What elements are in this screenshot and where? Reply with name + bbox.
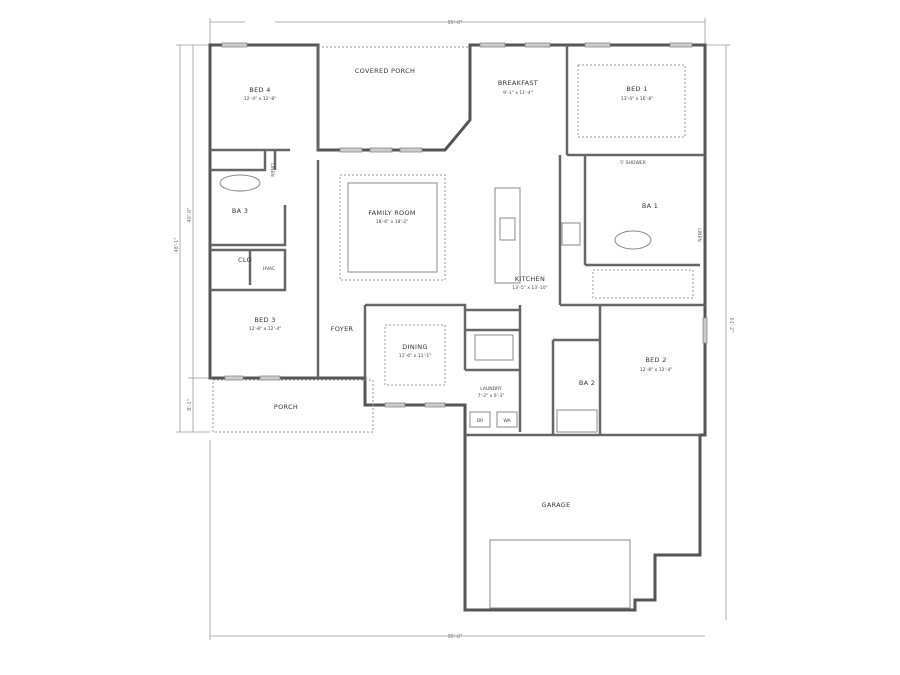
- exterior-walls: [208, 42, 708, 612]
- dining-tray-ceiling: [384, 324, 446, 386]
- breakfast-label: BREAKFAST: [498, 79, 538, 87]
- foyer-label: FOYER: [331, 325, 354, 333]
- tub-icon: [556, 409, 598, 433]
- bed1-size: 13'-4" x 16'-8": [621, 96, 654, 102]
- family-room-size: 18'-6" x 18'-2": [376, 219, 409, 225]
- kitchen-island: [494, 187, 521, 284]
- washer-icon: [496, 411, 518, 428]
- washer-label: WA: [503, 418, 511, 424]
- tub-icon: [219, 174, 261, 192]
- family-tray-ceiling: [339, 174, 446, 281]
- ba1-label: BA 1: [642, 202, 658, 210]
- linen-left-label: LINEN: [269, 163, 275, 176]
- ba3-label: BA 3: [232, 207, 248, 215]
- linen-right-label: LINEN: [696, 228, 702, 241]
- dimension-lines: [176, 18, 730, 640]
- dim-left-porch: 8'-1": [187, 399, 193, 411]
- laundry-size: 7'-2" x 6'-3": [478, 393, 505, 399]
- dryer-label: DR: [477, 418, 484, 424]
- bed2-label: BED 2: [645, 356, 666, 364]
- bed3-label: BED 3: [254, 316, 275, 324]
- dining-size: 11'-6" x 11'-1": [399, 353, 432, 359]
- dim-bottom: 95'-0": [447, 634, 462, 640]
- dim-left-overall: 48'-1": [174, 237, 180, 252]
- dim-right: 61'-2": [728, 317, 734, 332]
- laundry-label: LAUNDRY: [480, 386, 502, 392]
- hvac-label: HVAC: [263, 266, 275, 272]
- bed2-size: 12'-8" x 12'-4": [640, 367, 673, 373]
- clo-label: CLO: [238, 256, 252, 264]
- interior-walls: [210, 45, 705, 437]
- dim-left-main: 40'-0": [187, 207, 193, 222]
- bed1-label: BED 1: [626, 85, 647, 93]
- shower-label: 5' SHOWER: [620, 160, 646, 166]
- room-labels: BED 4 12'-4" x 12'-8" COVERED PORCH BREA…: [232, 67, 702, 509]
- kitchen-label: KITCHEN: [515, 275, 545, 283]
- covered-porch-label: COVERED PORCH: [355, 67, 415, 75]
- garage-label: GARAGE: [541, 501, 570, 509]
- dining-label: DINING: [402, 343, 427, 351]
- range-icon: [561, 222, 581, 246]
- tub-icon: [614, 230, 652, 250]
- bed4-size: 12'-4" x 12'-8": [244, 96, 277, 102]
- bed4-label: BED 4: [249, 86, 270, 94]
- family-room-label: FAMILY ROOM: [368, 209, 416, 217]
- dryer-icon: [469, 411, 491, 428]
- dim-top: 95'-0": [447, 20, 462, 26]
- garage-door: [489, 539, 631, 609]
- bed3-size: 12'-8" x 12'-4": [249, 326, 282, 332]
- tub-icon: [474, 334, 514, 361]
- ba2-label: BA 2: [579, 379, 595, 387]
- porch-label: PORCH: [274, 403, 298, 411]
- kitchen-size: 13'-5" x 13'-10": [512, 285, 547, 291]
- porch-outline: [212, 379, 374, 433]
- kitchen-sink-icon: [499, 217, 516, 241]
- breakfast-size: 9'-1" x 11'-4": [503, 90, 533, 96]
- bed1-tray-ceiling: [577, 64, 686, 138]
